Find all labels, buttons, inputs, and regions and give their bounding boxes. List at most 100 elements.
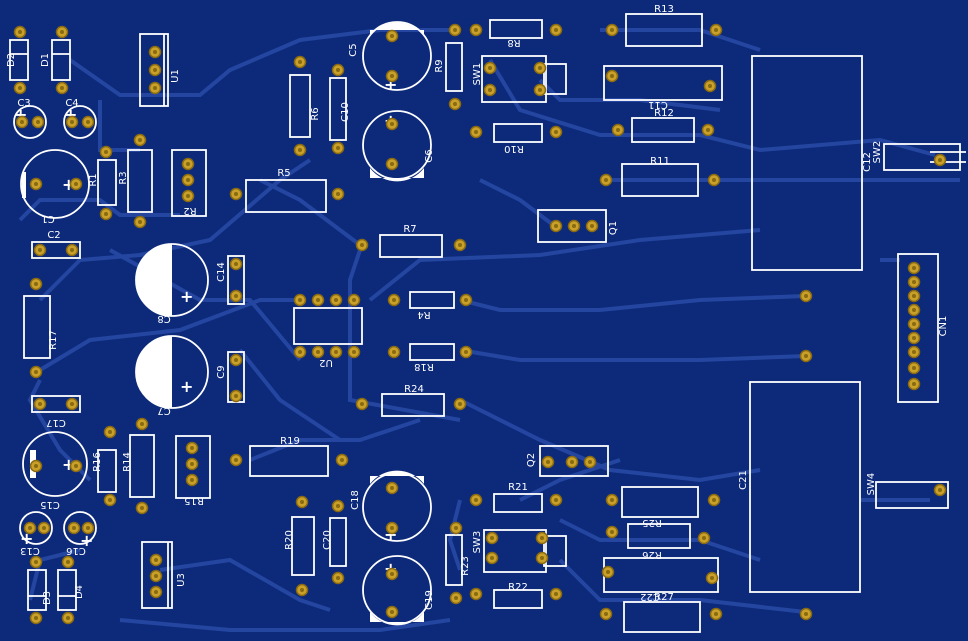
pad-drill-hole xyxy=(390,74,394,78)
pad-drill-hole xyxy=(140,506,144,510)
q1-outline xyxy=(537,209,607,243)
label-c20: C20 xyxy=(322,530,333,550)
label-r2: R2 xyxy=(183,205,196,216)
pad-drill-hole xyxy=(804,354,808,358)
c4-outline xyxy=(63,105,97,139)
pad-drill-hole xyxy=(340,458,344,462)
pad-drill-hole xyxy=(392,350,396,354)
pad-drill-hole xyxy=(714,612,718,616)
sw4-outline xyxy=(875,481,949,509)
label-c11: C11 xyxy=(648,99,668,110)
label-r21: R21 xyxy=(508,482,528,493)
pad-drill-hole xyxy=(538,66,542,70)
pad-drill-hole xyxy=(18,30,22,34)
label-sw3: SW3 xyxy=(472,531,483,554)
pad-drill-hole xyxy=(153,50,157,54)
r25-outline xyxy=(621,486,699,518)
r18-outline xyxy=(409,343,455,361)
label-q1: Q1 xyxy=(608,221,619,235)
pad-drill-hole xyxy=(546,460,550,464)
label-r1: R1 xyxy=(88,173,99,186)
pad-drill-hole xyxy=(938,158,942,162)
label-r7: R7 xyxy=(403,224,416,235)
r5-outline xyxy=(245,179,327,213)
pad-drill-hole xyxy=(298,350,302,354)
pad-drill-hole xyxy=(604,178,608,182)
pad-drill-hole xyxy=(108,498,112,502)
pad-drill-hole xyxy=(702,536,706,540)
pad-drill-hole xyxy=(74,182,78,186)
label-c13: C13 xyxy=(20,545,40,556)
pad-drill-hole xyxy=(488,66,492,70)
pad-drill-hole xyxy=(298,60,302,64)
pad-drill-hole xyxy=(554,498,558,502)
pad-drill-hole xyxy=(804,612,808,616)
pad-drill-hole xyxy=(590,224,594,228)
label-r11: R11 xyxy=(650,156,670,167)
sw3-lever xyxy=(543,535,567,567)
pad-drill-hole xyxy=(66,616,70,620)
sw3-outline xyxy=(483,529,547,573)
c12-outline xyxy=(751,55,863,271)
label-c1: C1 xyxy=(41,213,54,224)
r3-outline xyxy=(127,149,153,213)
pad-drill-hole xyxy=(70,120,74,124)
pad-drill-hole xyxy=(464,350,468,354)
label-u3: U3 xyxy=(176,573,187,587)
r8-outline xyxy=(489,19,543,39)
pad-drill-hole xyxy=(300,588,304,592)
c6-fill xyxy=(370,168,424,182)
label-r18: R18 xyxy=(414,361,434,372)
pad-drill-hole xyxy=(390,122,394,126)
pad-drill-hole xyxy=(36,120,40,124)
label-r6: R6 xyxy=(310,107,321,120)
pad-drill-hole xyxy=(708,84,712,88)
r14-outline xyxy=(129,434,155,498)
pad-drill-hole xyxy=(38,402,42,406)
solder-pads xyxy=(13,23,947,625)
d1-outline xyxy=(51,39,71,81)
pad-drill-hole xyxy=(490,556,494,560)
label-r3: R3 xyxy=(118,171,129,184)
d2-outline xyxy=(9,39,29,81)
label-c16: C16 xyxy=(66,545,86,556)
pad-drill-hole xyxy=(234,358,238,362)
pad-drill-hole xyxy=(86,120,90,124)
label-u1: U1 xyxy=(170,69,181,83)
pad-drill-hole xyxy=(554,130,558,134)
r21-outline xyxy=(493,493,543,513)
label-d3: D3 xyxy=(42,591,53,605)
pad-drill-hole xyxy=(74,464,78,468)
pad-drill-hole xyxy=(186,178,190,182)
pad-drill-hole xyxy=(390,572,394,576)
c21-outline xyxy=(749,381,861,593)
r23-outline xyxy=(445,534,463,586)
copper-traces xyxy=(18,28,960,632)
label-r14: R14 xyxy=(122,452,133,472)
label-d2: D2 xyxy=(6,53,17,67)
pad-drill-hole xyxy=(298,148,302,152)
pad-drill-hole xyxy=(610,74,614,78)
c1-fill xyxy=(22,172,26,198)
pad-drill-hole xyxy=(138,220,142,224)
label-u2: U2 xyxy=(319,357,333,368)
pad-drill-hole xyxy=(538,88,542,92)
pad-drill-hole xyxy=(710,576,714,580)
c5-fill xyxy=(370,22,424,36)
c7-fill xyxy=(136,336,172,408)
pad-drill-hole xyxy=(390,486,394,490)
label-r26: R26 xyxy=(642,549,662,560)
u1-outline xyxy=(139,33,169,107)
pad-drill-hole xyxy=(34,464,38,468)
label-c6: C6 xyxy=(424,149,435,162)
r10-outline xyxy=(493,123,543,143)
pad-drill-hole xyxy=(390,610,394,614)
r7-outline xyxy=(379,234,443,258)
pad-drill-hole xyxy=(570,460,574,464)
pad-drill-hole xyxy=(60,86,64,90)
pad-drill-hole xyxy=(390,162,394,166)
sw1-outline xyxy=(481,55,547,103)
pad-drill-hole xyxy=(190,462,194,466)
pad-drill-hole xyxy=(298,298,302,302)
label-r9: R9 xyxy=(434,59,445,72)
